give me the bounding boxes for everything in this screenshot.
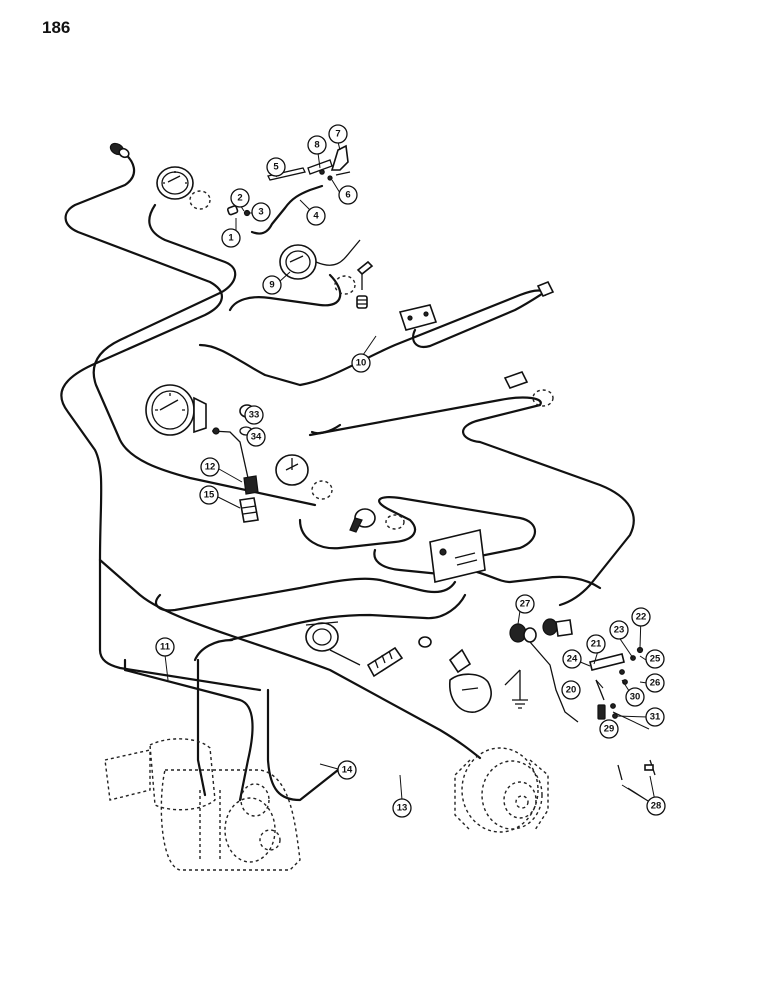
harness-wire [228, 593, 467, 642]
svg-text:6: 6 [345, 190, 350, 201]
callout-6: 6 [338, 185, 358, 205]
harness-wire [198, 289, 547, 387]
callout-12: 12 [200, 457, 220, 477]
harness-wire [92, 203, 317, 507]
svg-text:10: 10 [356, 358, 367, 369]
callout-29: 29 [599, 719, 619, 739]
svg-text:27: 27 [520, 599, 531, 610]
alternator [454, 747, 549, 833]
gauge-upper [156, 166, 211, 210]
callout-2: 2 [230, 188, 250, 208]
toggle-switches [509, 618, 579, 723]
harness-wire [60, 148, 262, 692]
svg-text:12: 12 [205, 462, 216, 473]
page-number: 186 [42, 18, 71, 37]
callout-3: 3 [251, 202, 271, 222]
harness-wire [228, 273, 342, 312]
harness-wire [193, 638, 234, 662]
svg-text:5: 5 [273, 162, 279, 173]
svg-text:8: 8 [314, 140, 319, 151]
callout-31: 31 [645, 707, 665, 727]
connector-plug [503, 371, 554, 407]
harness-wire [310, 423, 342, 435]
svg-text:30: 30 [630, 692, 641, 703]
svg-text:22: 22 [636, 612, 647, 623]
harness-wire [98, 558, 482, 760]
indicator-bulb [109, 142, 130, 159]
harness-wire [196, 658, 207, 797]
wiring-harness [60, 148, 635, 802]
harness-wire [266, 688, 340, 802]
svg-text:13: 13 [397, 803, 408, 814]
callout-15: 15 [199, 485, 219, 505]
svg-text:34: 34 [251, 432, 262, 443]
harness-wire [412, 290, 547, 348]
callout-27: 27 [515, 594, 535, 614]
temperature-gauge [279, 239, 374, 309]
callout-10: 10 [351, 353, 371, 373]
starter-motor [104, 738, 301, 871]
svg-text:24: 24 [567, 654, 578, 665]
svg-text:1: 1 [228, 233, 234, 244]
svg-text:26: 26 [650, 678, 661, 689]
callout-21: 21 [586, 634, 606, 654]
callout-1: 1 [221, 228, 241, 248]
callout-23: 23 [609, 620, 629, 640]
harness-wire [123, 658, 254, 802]
callout-8: 8 [307, 135, 327, 155]
gauge-small [275, 454, 333, 500]
fuse-panel [429, 529, 486, 583]
harness-wire [298, 496, 537, 560]
callout-13: 13 [392, 798, 412, 818]
svg-text:21: 21 [591, 639, 602, 650]
svg-text:2: 2 [237, 193, 242, 204]
harness-connector [398, 280, 555, 331]
callout-25: 25 [645, 649, 665, 669]
callout-11: 11 [155, 637, 175, 657]
oil-line-parts [226, 144, 351, 235]
svg-text:14: 14 [342, 765, 353, 776]
svg-text:29: 29 [604, 724, 615, 735]
callout-7: 7 [328, 124, 348, 144]
callout-5: 5 [266, 157, 286, 177]
callout-14: 14 [337, 760, 357, 780]
callout-26: 26 [645, 673, 665, 693]
gauge-large [145, 384, 207, 436]
linkage-parts [589, 646, 656, 781]
callout-20: 20 [561, 680, 581, 700]
harness-wire [468, 568, 602, 590]
callout-30: 30 [625, 687, 645, 707]
harness-wire [154, 577, 457, 612]
svg-text:7: 7 [335, 129, 340, 140]
callout-22: 22 [631, 607, 651, 627]
throttle-lever [448, 648, 528, 713]
svg-text:11: 11 [160, 642, 171, 653]
sender-unit [211, 427, 259, 523]
svg-text:25: 25 [650, 654, 661, 665]
harness-wire [308, 396, 635, 607]
callout-4: 4 [306, 206, 326, 226]
svg-text:33: 33 [249, 410, 260, 421]
svg-text:20: 20 [566, 685, 577, 696]
starter-switch [305, 621, 432, 678]
components [104, 142, 656, 871]
callout-24: 24 [562, 649, 582, 669]
harness-wire [373, 548, 452, 577]
callouts: 1 2 3 4 5 6 7 8 9 10 11 12 13 14 15 20 2… [155, 124, 666, 818]
svg-text:4: 4 [313, 211, 319, 222]
callout-34: 34 [246, 427, 266, 447]
svg-text:31: 31 [650, 712, 661, 723]
svg-text:3: 3 [258, 207, 263, 218]
callout-9: 9 [262, 275, 282, 295]
key-switch [349, 508, 405, 533]
svg-text:23: 23 [614, 625, 625, 636]
svg-text:9: 9 [269, 280, 274, 291]
callout-28: 28 [646, 796, 666, 816]
callout-33: 33 [244, 405, 264, 425]
svg-text:15: 15 [204, 490, 215, 501]
svg-text:28: 28 [651, 801, 662, 812]
